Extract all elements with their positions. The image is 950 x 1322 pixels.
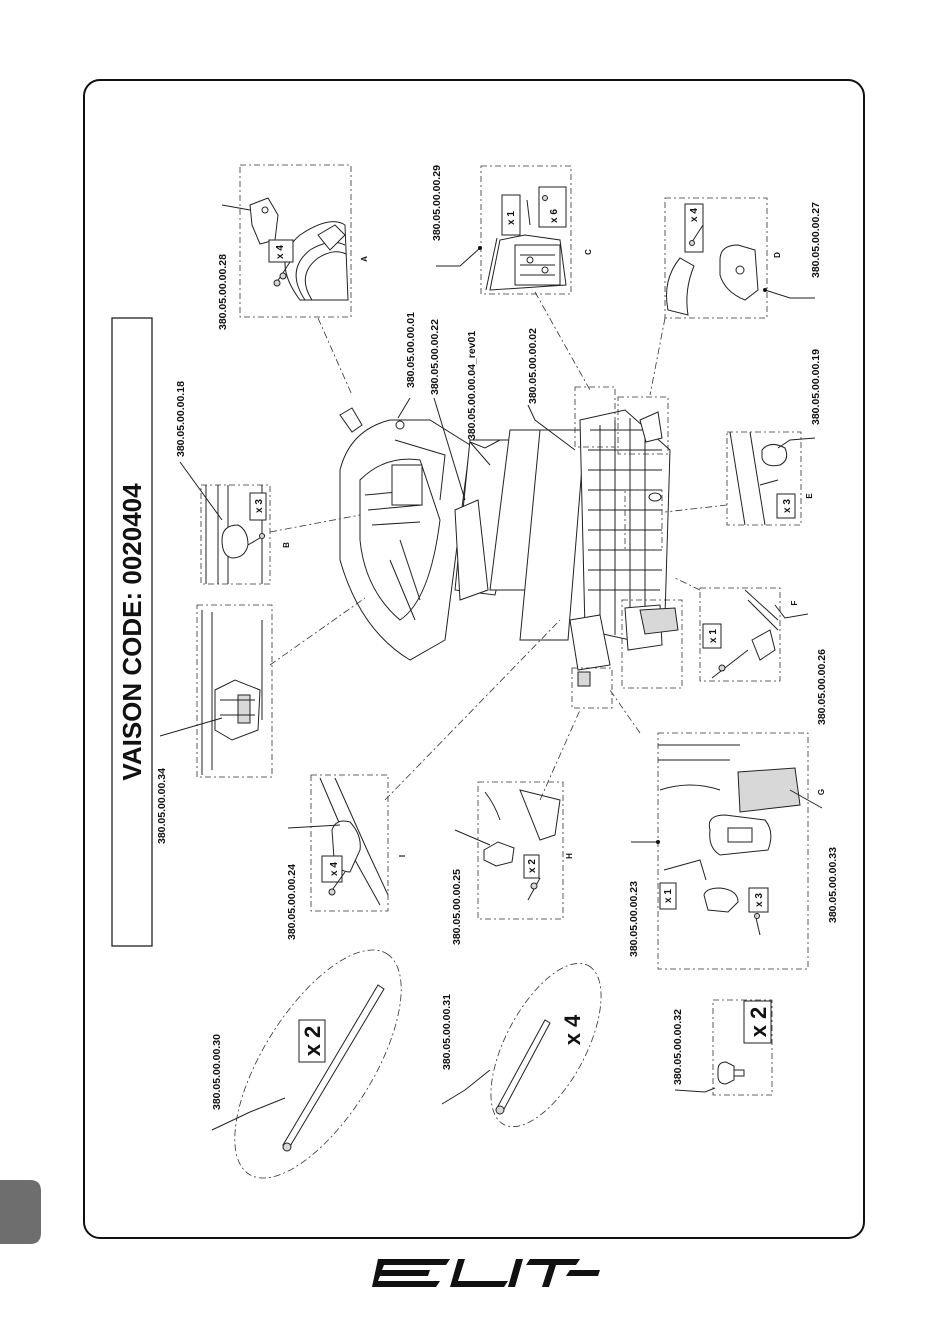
detail-label-d: D xyxy=(773,252,782,258)
detail-box-h xyxy=(477,781,564,920)
brand-name: ELITE xyxy=(474,1299,477,1301)
detail-box-d xyxy=(664,197,768,319)
leader-lines xyxy=(159,204,823,1131)
detail-c-drawing xyxy=(485,186,567,291)
detail-box-g xyxy=(657,732,809,970)
connector-lines xyxy=(269,291,728,801)
detail-i-drawing xyxy=(319,777,389,906)
label-p19: 380.05.00.00.19 xyxy=(810,349,822,425)
detail-34-drawing xyxy=(201,610,263,775)
rod-group-31 xyxy=(490,962,602,1128)
qty-b: x 3 xyxy=(254,499,265,513)
detail-box-i xyxy=(310,774,389,912)
label-p18: 380.05.00.00.18 xyxy=(175,381,187,457)
qty-p30: x 2 xyxy=(300,1026,325,1057)
label-p30: 380.05.00.00.30 xyxy=(211,1034,223,1110)
knob-32 xyxy=(717,1061,745,1085)
label-p01: 380.05.00.00.01 xyxy=(405,312,417,388)
rod-group-30 xyxy=(234,949,402,1179)
qty-d: x 4 xyxy=(689,208,700,222)
detail-label-b: B xyxy=(282,542,291,548)
qty-h: x 2 xyxy=(527,859,538,873)
detail-label-i: I xyxy=(398,855,407,857)
label-p24: 380.05.00.00.24 xyxy=(286,864,298,940)
page-frame xyxy=(83,79,865,1239)
qty-g1: x 1 xyxy=(663,889,674,903)
label-p34: 380.05.00.00.34 xyxy=(156,768,168,844)
label-p04: 380.05.00.00.04_rev01 xyxy=(466,331,478,440)
rod-30 xyxy=(282,984,385,1149)
qty-c2: x 6 xyxy=(549,209,560,223)
page-tab xyxy=(0,1180,41,1244)
detail-e-drawing xyxy=(729,431,796,526)
rod-31 xyxy=(496,1019,551,1112)
detail-b-drawing xyxy=(205,485,267,584)
detail-g-drawing xyxy=(658,744,801,936)
elite-logo: ELITE xyxy=(372,1259,600,1301)
detail-label-c: C xyxy=(584,249,593,255)
title-box xyxy=(111,317,153,947)
detail-box-34 xyxy=(196,604,273,778)
detail-label-a: A xyxy=(360,256,369,262)
detail-box-a xyxy=(239,164,352,318)
qty-f: x 1 xyxy=(708,629,719,643)
label-p02: 380.05.00.00.02 xyxy=(527,328,539,404)
detail-label-e: E xyxy=(805,493,814,499)
detail-a-drawing xyxy=(249,197,349,301)
label-p27: 380.05.00.00.27 xyxy=(810,202,822,278)
label-p31: 380.05.00.00.31 xyxy=(441,994,453,1070)
detail-label-g: G xyxy=(817,789,826,795)
title: VAISON CODE: 0020404 xyxy=(117,483,147,781)
label-p25: 380.05.00.00.25 xyxy=(451,869,463,945)
label-p23: 380.05.00.00.23 xyxy=(628,881,640,957)
qty-c1: x 1 xyxy=(506,211,517,225)
qty-p31: x 4 xyxy=(560,1014,585,1045)
detail-box-f xyxy=(699,587,781,682)
main-assembly xyxy=(339,386,683,709)
label-p22: 380.05.00.00.22 xyxy=(429,319,441,395)
qty-i: x 4 xyxy=(329,862,340,876)
qty-p32: x 2 xyxy=(746,1007,771,1038)
qty-a: x 4 xyxy=(275,245,286,259)
label-p26: 380.05.00.00.26 xyxy=(816,649,828,725)
label-p33: 380.05.00.00.33 xyxy=(827,847,839,923)
qty-g2: x 3 xyxy=(754,893,765,907)
detail-f-drawing xyxy=(702,589,779,679)
label-p29: 380.05.00.00.29 xyxy=(431,165,443,241)
label-p28: 380.05.00.00.28 xyxy=(217,254,229,330)
detail-label-h: H xyxy=(565,853,574,859)
detail-box-c xyxy=(480,165,572,295)
label-p32: 380.05.00.00.32 xyxy=(672,1009,684,1085)
detail-h-drawing xyxy=(483,789,561,901)
detail-d-drawing xyxy=(666,203,759,316)
detail-label-f: F xyxy=(790,600,799,605)
detail-box-e xyxy=(726,431,802,526)
qty-e: x 3 xyxy=(782,499,793,513)
knob-box-32 xyxy=(712,999,773,1096)
